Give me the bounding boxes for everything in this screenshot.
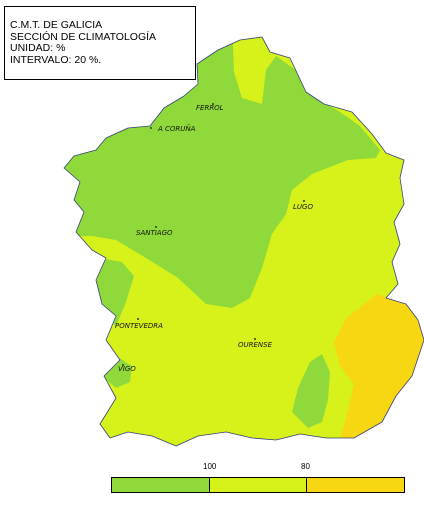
city-dot <box>122 364 124 366</box>
zone-above-100 <box>104 356 132 388</box>
org-name: C.M.T. DE GALICIA <box>10 19 103 31</box>
legend-swatch-above-100 <box>112 478 209 492</box>
city-label-pontevedra: PONTEVEDRA <box>115 322 163 330</box>
city-dot <box>137 318 139 320</box>
city-label-vigo: VIGO <box>118 365 136 373</box>
city-dot <box>150 127 152 129</box>
zone-above-100 <box>292 354 330 428</box>
city-dot <box>254 338 256 340</box>
map-info-box: C.M.T. DE GALICIA SECCIÓN DE CLIMATOLOGÍ… <box>4 6 196 80</box>
unit-text: UNIDAD: % <box>10 42 66 54</box>
city-dot <box>212 103 214 105</box>
legend-label-80: 80 <box>301 462 310 471</box>
legend-swatch-80-100 <box>208 478 307 492</box>
city-label-ourense: OURENSE <box>238 341 273 349</box>
city-label-santiago: SANTIAGO <box>136 229 173 237</box>
legend-label-100: 100 <box>203 462 217 471</box>
color-legend <box>111 477 405 493</box>
city-label-ferrol: FERROL <box>196 104 224 112</box>
city-dot <box>303 200 305 202</box>
section-name: SECCIÓN DE CLIMATOLOGÍA <box>10 30 157 43</box>
city-label-coruna: A CORUÑA <box>158 125 196 133</box>
legend-swatch-60-80 <box>306 478 405 492</box>
city-dot <box>155 226 157 228</box>
city-label-lugo: LUGO <box>293 203 313 211</box>
interval-text: INTERVALO: 20 %. <box>10 53 102 66</box>
